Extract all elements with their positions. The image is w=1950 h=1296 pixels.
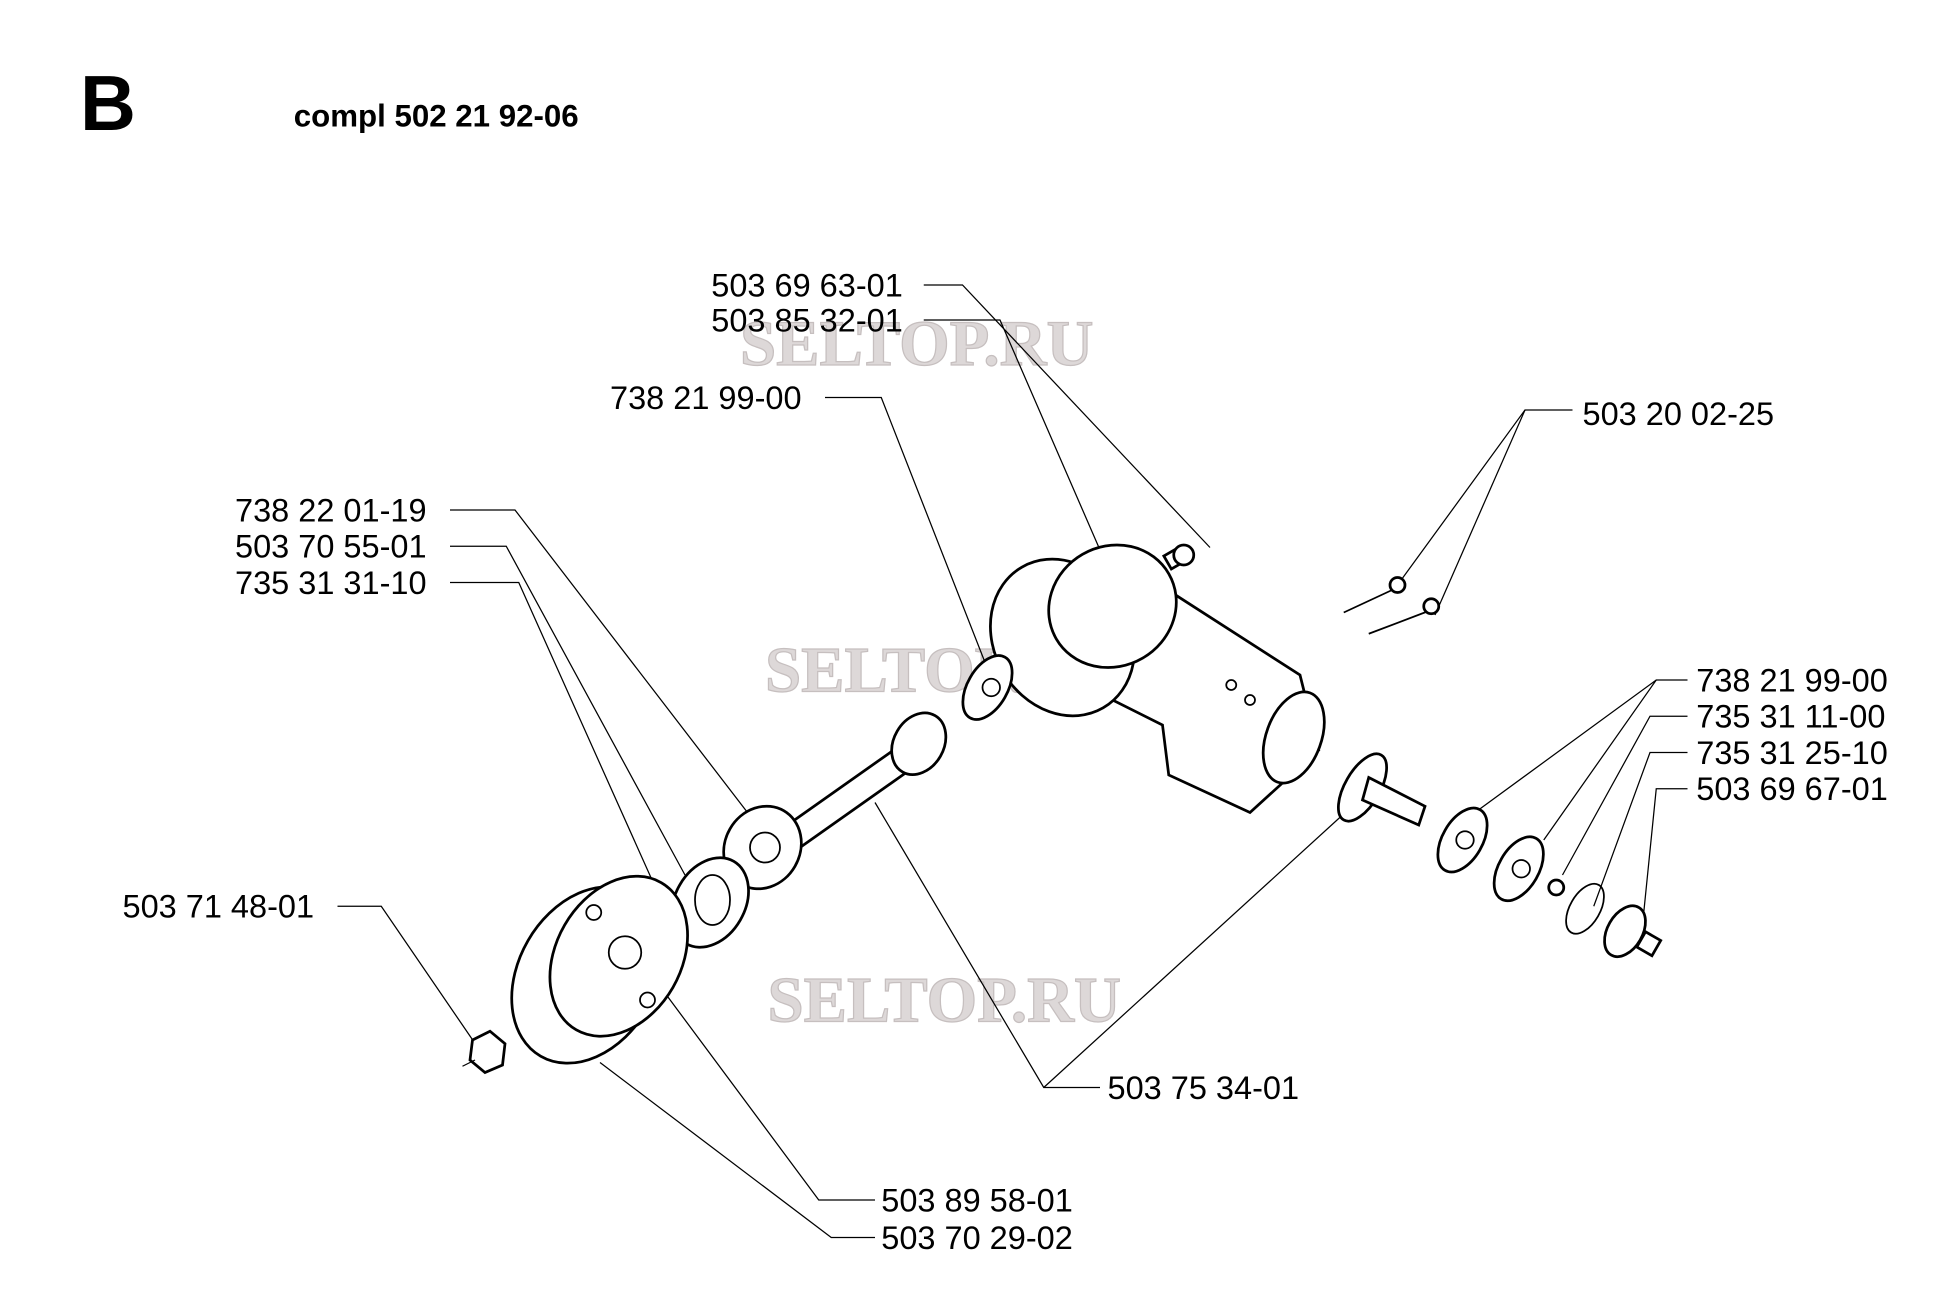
lock-nut <box>462 1029 507 1075</box>
washer <box>1547 878 1566 897</box>
bearing-right-2 <box>1492 835 1545 903</box>
gear-housing <box>989 543 1326 815</box>
bolts <box>1343 576 1441 635</box>
watermark: SELTOP.RU <box>740 308 1094 380</box>
bearing-upper <box>961 654 1014 721</box>
snap-ring <box>1565 882 1605 935</box>
input-shaft-gear <box>785 711 948 850</box>
part-label: 738 22 01-19 <box>235 492 427 528</box>
part-label: 738 21 99-00 <box>610 380 802 416</box>
part-label: 503 69 63-01 <box>711 267 903 303</box>
part-label: 503 71 48-01 <box>123 889 315 925</box>
section-letter: B <box>80 61 136 147</box>
part-label: 735 31 25-10 <box>1696 735 1888 771</box>
assembly-title: compl 502 21 92-06 <box>294 98 579 133</box>
part-label: 738 21 99-00 <box>1696 662 1888 698</box>
end-cap <box>1603 904 1663 958</box>
bearing-right-1 <box>1436 806 1489 874</box>
part-label: 503 20 02-25 <box>1583 396 1775 432</box>
leader-lines <box>337 284 1688 1239</box>
spacer-ring <box>670 856 750 949</box>
part-label: 503 85 32-01 <box>711 302 903 338</box>
watermark: SELTOP.RU <box>768 964 1122 1036</box>
plug-screw <box>1161 543 1196 571</box>
part-label: 503 69 67-01 <box>1696 771 1888 807</box>
part-label: 735 31 11-00 <box>1696 699 1885 735</box>
part-label: 503 70 55-01 <box>235 529 427 565</box>
part-label: 503 89 58-01 <box>881 1182 1073 1218</box>
drive-disc <box>510 874 689 1065</box>
part-label: 503 70 29-02 <box>881 1220 1073 1256</box>
part-label: 503 75 34-01 <box>1108 1070 1300 1106</box>
part-label: 735 31 31-10 <box>235 565 427 601</box>
output-gear-shaft <box>1337 752 1427 827</box>
